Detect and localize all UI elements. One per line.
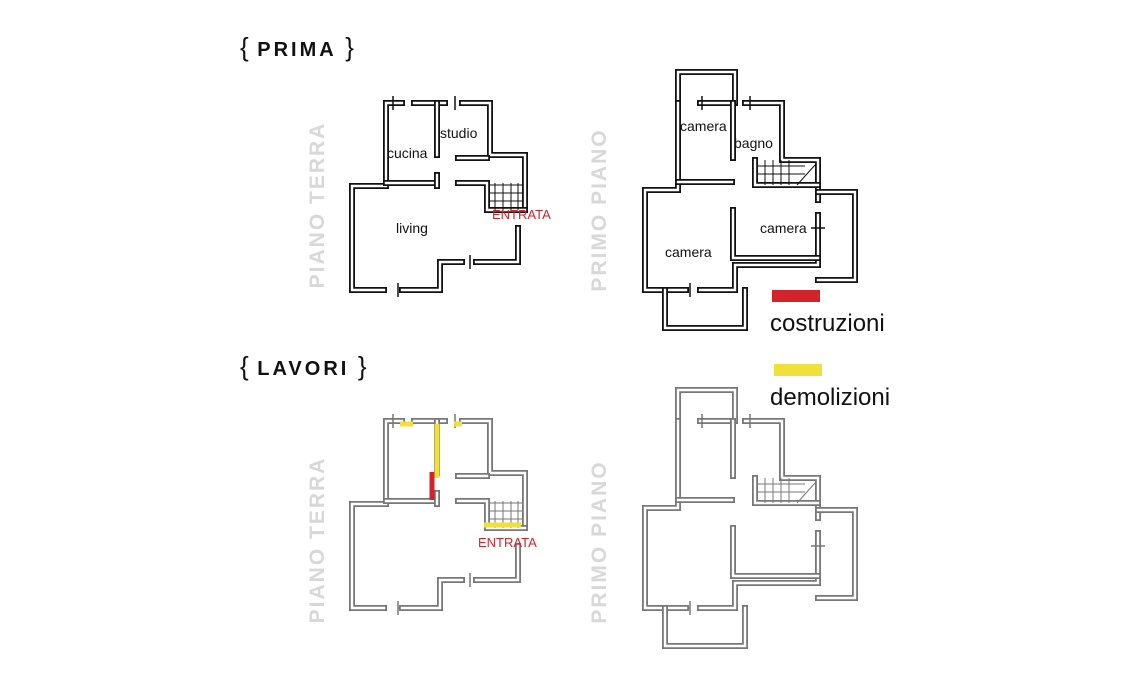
wall-inner xyxy=(643,101,688,292)
wall-inner xyxy=(663,288,747,330)
wall xyxy=(399,577,465,611)
heading-lavori: { LAVORI } xyxy=(240,351,367,381)
room-studio: studio xyxy=(440,125,478,141)
label-piano-terra-works: PIANO TERRA xyxy=(306,456,329,624)
legend-swatch-demolizioni xyxy=(774,364,822,376)
room-bagno: bagno xyxy=(734,135,773,151)
wall xyxy=(662,605,748,649)
wall xyxy=(642,418,689,611)
room-camera-top: camera xyxy=(680,118,727,134)
wall xyxy=(473,225,521,265)
wall xyxy=(815,189,858,283)
plan-primo-piano-before xyxy=(642,69,858,331)
wall xyxy=(349,100,405,293)
plan-piano-terra-before xyxy=(349,96,528,297)
wall-inner xyxy=(350,101,404,292)
wall xyxy=(455,180,528,213)
room-camera-right: camera xyxy=(760,220,807,236)
wall-inner xyxy=(676,70,737,105)
label-primo-piano-before: PRIMO PIANO xyxy=(588,128,611,292)
wall xyxy=(815,507,858,601)
wall-inner xyxy=(731,208,820,260)
room-cucina: cucina xyxy=(387,145,428,161)
wall-inner xyxy=(643,419,688,610)
wall xyxy=(675,69,738,106)
legend-label-costruzioni: costruzioni xyxy=(770,310,885,337)
wall-inner xyxy=(743,419,820,520)
wall-inner xyxy=(400,578,464,610)
wall-inner xyxy=(676,388,737,423)
wall-inner xyxy=(816,508,857,600)
wall xyxy=(697,530,821,611)
wall-inner xyxy=(731,526,820,578)
wall-inner xyxy=(743,101,820,202)
wall-inner xyxy=(400,260,464,292)
heading-prima: { PRIMA } xyxy=(240,32,354,62)
legend-label-demolizioni: demolizioni xyxy=(770,384,891,411)
wall xyxy=(473,543,521,583)
wall-inner xyxy=(663,606,747,648)
wall-inner xyxy=(456,499,527,530)
label-primo-piano-works: PRIMO PIANO xyxy=(588,460,611,624)
plan-primo-piano-works xyxy=(642,387,858,649)
label-piano-terra-before: PIANO TERRA xyxy=(306,121,329,289)
stairs xyxy=(489,183,523,210)
wall xyxy=(730,525,821,579)
entrance-label-before: ENTRATA xyxy=(492,207,551,222)
room-living: living xyxy=(396,220,428,236)
wall-inner xyxy=(698,531,820,610)
room-camera-left: camera xyxy=(665,244,712,260)
wall xyxy=(349,418,405,611)
wall-inner xyxy=(350,419,404,610)
wall-inner xyxy=(698,213,820,292)
plan-piano-terra-works xyxy=(349,414,528,615)
wall-inner xyxy=(474,544,520,582)
wall-inner xyxy=(816,190,857,282)
wall xyxy=(675,387,738,424)
legend-swatch-costruzioni xyxy=(772,290,820,302)
entrance-label-works: ENTRATA xyxy=(478,535,537,550)
wall xyxy=(662,287,748,331)
stairs xyxy=(757,160,816,186)
stairs xyxy=(757,478,816,504)
stairs xyxy=(489,501,523,528)
wall-inner xyxy=(456,181,527,212)
wall xyxy=(399,259,465,293)
wall-inner xyxy=(474,226,520,264)
